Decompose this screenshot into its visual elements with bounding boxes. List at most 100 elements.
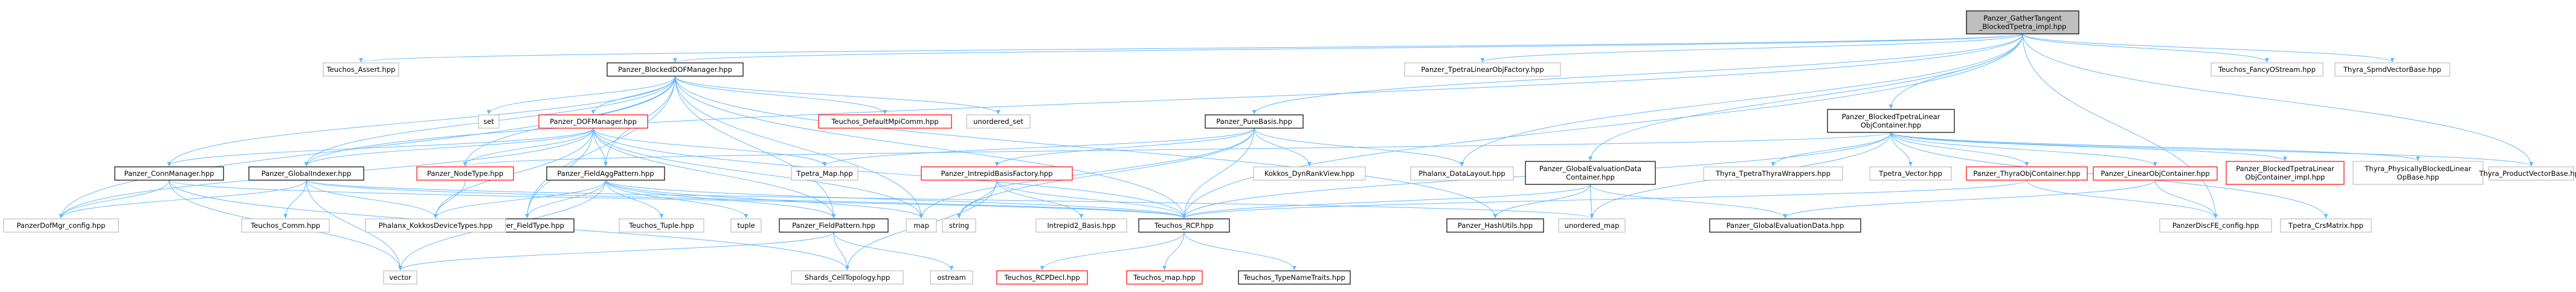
edge-root-to-teuchos_assert (359, 33, 2023, 63)
node-box (2334, 62, 2450, 77)
node-teuchos-comm[interactable]: Teuchos_Comm.hpp (241, 218, 330, 233)
node-kokkos-dyn[interactable]: Kokkos_DynRankView.hpp (1253, 166, 1366, 181)
node-label: Panzer_GlobalEvaluationData.hpp (1727, 221, 1844, 230)
node-teuchos-rcp[interactable]: Teuchos_RCP.hpp (1138, 218, 1230, 233)
node-label: Teuchos_Tuple.hpp (628, 221, 694, 230)
node-tpetra-lof[interactable]: Panzer_TpetraLinearObjFactory.hpp (1404, 62, 1561, 77)
node-dofmgr-config[interactable]: PanzerDofMgr_config.hpp (3, 218, 119, 233)
node-box (1446, 218, 1544, 233)
node-teuchos-assert[interactable]: Teuchos_Assert.hpp (323, 62, 399, 77)
edge-dof_manager-to-kokkos_device (433, 128, 594, 219)
node-conn-manager[interactable]: Panzer_ConnManager.hpp (114, 166, 224, 181)
node-global-eval-data[interactable]: Panzer_GlobalEvaluationData.hpp (1709, 218, 1861, 233)
node-label: unordered_set (973, 117, 1023, 126)
edge-linear_obj_container-to-global_eval_data (1783, 180, 2156, 219)
node-tpetra-vector[interactable]: Tpetra_Vector.hpp (1869, 166, 1952, 181)
edge-intrepid_factory-to-teuchos_rcp (996, 180, 1187, 219)
edge-blocked_dof-to-hash_utils (675, 76, 1498, 219)
node-phalanx-layout[interactable]: Phalanx_DataLayout.hpp (1410, 166, 1514, 181)
edge-thyra_obj_container-to-discfe_config (2026, 180, 2218, 219)
node-pure-basis[interactable]: Panzer_PureBasis.hpp (1205, 114, 1304, 129)
edge-global_indexer-to-teuchos_rcp (306, 180, 1187, 219)
node-root[interactable]: Panzer_GatherTangent_BlockedTpetra_impl.… (1966, 10, 2079, 34)
node-box (546, 166, 665, 181)
node-hash-utils[interactable]: Panzer_HashUtils.hpp (1446, 218, 1544, 233)
node-box (1138, 218, 1230, 233)
node-vector[interactable]: vector (383, 270, 417, 285)
node-label: Tpetra_CrsMatrix.hpp (2288, 221, 2363, 230)
node-tpetra-map[interactable]: Tpetra_Map.hpp (791, 166, 858, 181)
node-node-type[interactable]: Panzer_NodeType.hpp (416, 166, 514, 181)
node-box (1205, 114, 1304, 129)
node-rcp-decl[interactable]: Teuchos_RCPDecl.hpp (996, 270, 1088, 285)
node-spmd-vs[interactable]: Thyra_SpmdVectorBase.hpp (2334, 62, 2450, 77)
node-fancy-ostream[interactable]: Teuchos_FancyOStream.hpp (2211, 62, 2323, 77)
node-box (996, 270, 1088, 285)
node-box (241, 218, 330, 233)
edge-global_indexer-to-unordered_map (306, 180, 1594, 219)
edge-btlo_container-to-tpetra_vector (1890, 132, 1913, 167)
node-blocked-dof[interactable]: Panzer_BlockedDOFManager.hpp (607, 62, 744, 77)
node-tuple[interactable]: tuple (730, 218, 762, 233)
node-label: Container.hpp (1566, 173, 1615, 181)
node-map[interactable]: map (906, 218, 937, 233)
edge-field_agg-to-field_pattern (605, 180, 836, 219)
node-string[interactable]: string (942, 218, 976, 233)
edge-blocked_dof-to-default_mpi (675, 76, 887, 115)
node-default-mpi[interactable]: Teuchos_DefaultMpiComm.hpp (818, 114, 952, 129)
node-teuchos-tuple[interactable]: Teuchos_Tuple.hpp (619, 218, 704, 233)
node-box (383, 270, 417, 285)
node-box (791, 270, 904, 285)
node-label: Phalanx_KokkosDeviceTypes.hpp (379, 221, 493, 230)
node-set[interactable]: set (478, 114, 500, 129)
node-field-agg[interactable]: Panzer_FieldAggPattern.hpp (546, 166, 665, 181)
node-crs-matrix[interactable]: Tpetra_CrsMatrix.hpp (2280, 218, 2372, 233)
edge-root-to-global_indexer (304, 33, 2023, 167)
node-product-vb[interactable]: Thyra_ProductVectorBase.hpp (2479, 166, 2576, 181)
node-ostream[interactable]: ostream (930, 270, 973, 285)
node-linear-obj-container[interactable]: Panzer_LinearObjContainer.hpp (2093, 166, 2218, 181)
node-box (1558, 218, 1626, 233)
node-label: _BlockedTpetra_impl.hpp (1979, 22, 2067, 31)
node-type-name-traits[interactable]: Teuchos_TypeNameTraits.hpp (1238, 270, 1351, 285)
node-label: Panzer_GatherTangent (1983, 14, 2062, 22)
edge-blocked_dof-to-teuchos_rcp (675, 76, 1187, 219)
edge-global_indexer-to-teuchos_comm (283, 180, 307, 219)
node-thyra-obj-container[interactable]: Panzer_ThyraObjContainer.hpp (1966, 166, 2088, 181)
node-intrepid2-basis[interactable]: Intrepid2_Basis.hpp (1035, 218, 1127, 233)
node-label: Teuchos_Comm.hpp (250, 221, 320, 230)
node-label: Panzer_FieldType.hpp (490, 221, 564, 230)
node-shards[interactable]: Shards_CellTopology.hpp (791, 270, 904, 285)
node-btlo-container-impl[interactable]: Panzer_BlockedTpetraLinearObjContainer_i… (2226, 161, 2345, 185)
edge-root-to-product_vb (2022, 33, 2534, 167)
edge-intrepid_factory-to-string (957, 180, 997, 219)
edge-blocked_dof-to-field_pattern (675, 76, 836, 219)
node-dof-manager[interactable]: Panzer_DOFManager.hpp (538, 114, 648, 129)
node-field-pattern[interactable]: Panzer_FieldPattern.hpp (779, 218, 889, 233)
edge-blocked_dof-to-map (675, 76, 924, 219)
edge-root-to-tpetra_lof (1480, 33, 2023, 63)
node-rcp-map[interactable]: Teuchos_map.hpp (1126, 270, 1203, 285)
node-unordered-set[interactable]: unordered_set (966, 114, 1031, 129)
node-global-indexer[interactable]: Panzer_GlobalIndexer.hpp (248, 166, 364, 181)
node-unordered-map[interactable]: unordered_map (1558, 218, 1626, 233)
node-btlo-container[interactable]: Panzer_BlockedTpetraLinearObjContainer.h… (1827, 109, 1955, 133)
edge-root-to-spmd_vs (2022, 33, 2395, 63)
node-label: Thyra_SpmdVectorBase.hpp (2343, 65, 2441, 74)
edge-root-to-blocked_dof (673, 33, 2023, 63)
node-intrepid-factory[interactable]: Panzer_IntrepidBasisFactory.hpp (921, 166, 1073, 181)
node-tpetra-thyra-wrappers[interactable]: Thyra_TpetraThyraWrappers.hpp (1703, 166, 1843, 181)
edge-field_pattern-to-vector (398, 232, 834, 271)
node-box (2226, 161, 2345, 185)
node-box (2352, 161, 2484, 185)
node-label: Panzer_DOFManager.hpp (550, 117, 637, 126)
edge-global_eval_container-to-teuchos_rcp (1182, 184, 1591, 219)
edge-dof_manager-to-global_indexer (304, 128, 594, 167)
node-box (248, 166, 364, 181)
node-kokkos-device[interactable]: Phalanx_KokkosDeviceTypes.hpp (365, 218, 506, 233)
node-discfe-config[interactable]: PanzerDiscFE_config.hpp (2159, 218, 2272, 233)
node-label: Panzer_BlockedDOFManager.hpp (618, 65, 732, 74)
